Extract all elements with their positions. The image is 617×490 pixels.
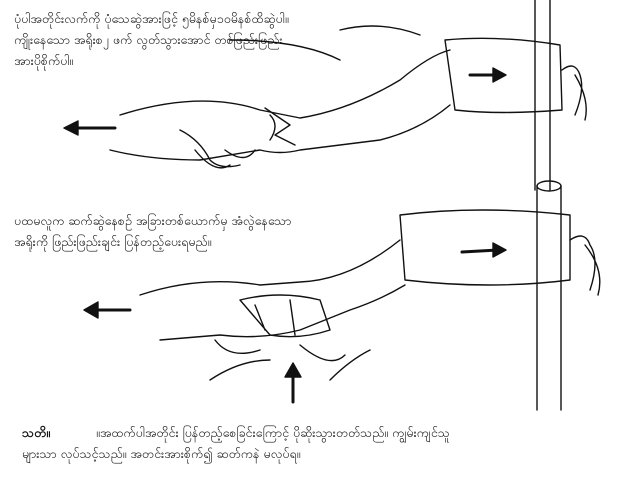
step2-line: ပထမလူက ဆက်ဆွဲနေစဉ် အခြားတစ်ယောက်မှ အံလွဲ… <box>14 213 292 228</box>
arm-top <box>109 49 451 161</box>
step1-line: ပုံပါအတိုင်းလက်ကို ပုံသေဆွဲအားဖြင့် ၅မိန… <box>14 11 289 26</box>
note-line: များသာ လုပ်သင့်သည်။ အတင်းအားစိုက်၍ ဆတ်ကန… <box>22 446 301 461</box>
bandage-top <box>444 37 563 114</box>
arm-bottom <box>139 239 406 341</box>
step1-line: ကျိုးနေသော အရိုးစ၂ ဖက် လွတ်သွားအောင် တစ်… <box>14 32 283 47</box>
hand-top <box>179 129 256 169</box>
arrow-right-bottom <box>460 248 500 254</box>
step1-line: အားပိုစိုက်ပါ။ <box>14 53 74 68</box>
step2-instructions: ပထမလူက ဆက်ဆွဲနေစဉ် အခြားတစ်ယောက်မှ အံလွဲ… <box>14 210 291 252</box>
hands-bottom <box>214 294 346 362</box>
step2-line: အရိုးကို ဖြည်းဖြည်းချင်း ပြန်တည့်ပေးရမည်… <box>14 234 212 249</box>
caution-note: သတိ။ ။အထက်ပါအတိုင်း ပြန်တည့်စေခြင်းကြောင့… <box>22 422 450 464</box>
note-line: ။အထက်ပါအတိုင်း ပြန်တည့်စေခြင်းကြောင့် ပိ… <box>96 425 450 440</box>
post-bottom <box>536 180 562 411</box>
bandage-bottom <box>399 209 571 286</box>
caution-label: သတိ။ <box>22 425 51 440</box>
step1-instructions: ပုံပါအတိုင်းလက်ကို ပုံသေဆွဲအားဖြင့် ၅မိန… <box>14 8 289 71</box>
post-top <box>534 0 551 191</box>
